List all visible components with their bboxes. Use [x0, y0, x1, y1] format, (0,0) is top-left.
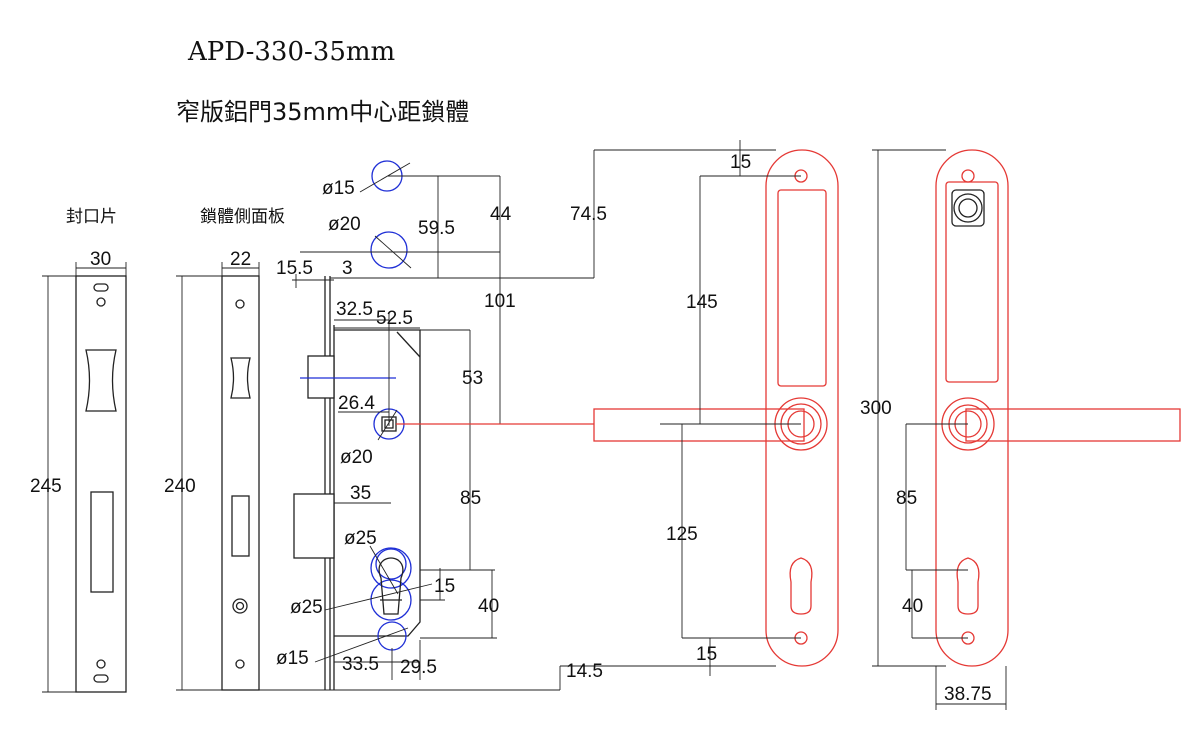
back-handle-view: 300 85 40 38.75	[860, 149, 1181, 710]
dim-phi25-b: ø25	[290, 597, 323, 618]
dim-35: 35	[350, 483, 371, 504]
faceplate-view: 封口片 30 245	[30, 207, 127, 693]
dim-74-5: 74.5	[570, 204, 607, 225]
dim-15-bot: 15	[696, 644, 717, 665]
side-panel-view: 鎖體側面板 22 240	[164, 207, 285, 691]
dim-101: 101	[484, 291, 516, 312]
dim-40-right: 40	[902, 596, 923, 617]
faceplate-label: 封口片	[66, 207, 117, 227]
dim-29-5: 29.5	[400, 657, 437, 678]
front-handle-view: 15 145 125 15	[593, 140, 839, 676]
dim-59-5: 59.5	[418, 218, 455, 239]
dim-15-5: 15.5	[276, 258, 313, 279]
dim-52-5: 52.5	[376, 308, 413, 329]
dim-phi20-top: ø20	[328, 214, 361, 235]
dim-phi25-a: ø25	[344, 528, 377, 549]
lock-body-view: ø15 ø20 ø20 ø25 ø25 ø15 15.5 3 32.5 52.5…	[259, 149, 776, 691]
dim-145: 145	[686, 292, 718, 313]
dim-38-75: 38.75	[944, 684, 992, 705]
dim-33-5: 33.5	[342, 654, 379, 675]
dim-phi20-mid: ø20	[340, 447, 373, 468]
dim-26-4: 26.4	[338, 393, 375, 414]
dim-phi15-top: ø15	[322, 178, 355, 199]
dim-85: 85	[460, 488, 481, 509]
dim-side-height: 240	[164, 476, 196, 497]
dim-15-cyl: 15	[434, 576, 455, 597]
side-panel-label: 鎖體側面板	[200, 207, 285, 227]
dim-3: 3	[342, 258, 353, 279]
dim-15-top: 15	[730, 152, 751, 173]
dim-125: 125	[666, 524, 698, 545]
dim-phi15-bot: ø15	[276, 648, 309, 669]
dim-faceplate-width: 30	[90, 249, 111, 270]
dim-85-right: 85	[896, 488, 917, 509]
dim-14-5: 14.5	[566, 661, 603, 682]
dim-32-5: 32.5	[336, 299, 373, 320]
model-title: APD-330-35mm	[187, 37, 395, 67]
dim-faceplate-height: 245	[30, 476, 62, 497]
dim-40: 40	[478, 596, 499, 617]
dim-53: 53	[462, 368, 483, 389]
dim-44: 44	[490, 204, 512, 225]
dim-300: 300	[860, 398, 892, 419]
subtitle: 窄版鋁門35mm中心距鎖體	[176, 98, 469, 126]
dim-side-width: 22	[230, 249, 251, 270]
